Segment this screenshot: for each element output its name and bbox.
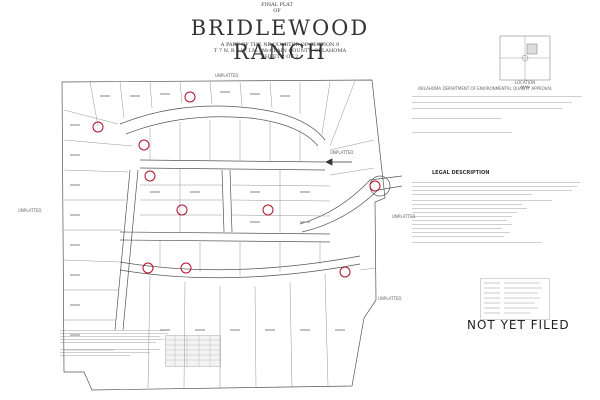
approval-line-5 [412,132,512,133]
street-middle-2 [229,169,233,233]
approval-line-2 [412,102,572,103]
legal-text-block [412,180,587,270]
street-south-2 [119,263,361,279]
lot-marker [184,91,196,103]
approval-heading: OKLAHOMA DEPARTMENT OF ENVIRONMENTAL QUA… [418,86,553,91]
street-central-mid-2 [119,239,331,243]
lot-labels [70,91,345,336]
lot-marker [144,170,156,182]
lot-marker [138,139,150,151]
east-road [299,175,403,225]
lot-marker [92,121,104,133]
lot-marker [339,266,351,278]
title-of: OF [273,8,281,14]
lot-marker [142,262,154,274]
lot-markers [92,91,381,278]
north-arrow [325,158,352,166]
unplatted-label-north: UNPLATTED [215,73,239,78]
subdivision-boundary [61,79,386,391]
curve-table [165,335,221,367]
street-north-2 [125,116,319,147]
location-map-site [526,43,538,55]
street-southwest-2 [122,169,139,331]
not-yet-filed-stamp: NOT YET FILED [467,318,570,332]
lot-marker [262,204,274,216]
lot-marker [369,180,381,192]
legend-box [480,278,550,320]
approval-line-3 [412,108,562,109]
approval-line-4 [412,118,502,119]
location-map-label: LOCATION MAP [514,80,536,90]
legal-heading: LEGAL DESCRIPTION [432,170,490,176]
title-line-2: T 7 N, R 4 W, I.M., McCLAIN COUNTY, OKLA… [213,48,347,54]
street-middle [221,169,225,233]
unplatted-label-east-2: UNPLATTED [392,214,416,219]
location-map [499,35,551,81]
title-line-1: A PART OF THE NE QUARTER OF SECTION 9 [220,42,340,48]
title-pre: FINAL PLAT [261,2,293,8]
unplatted-label-west: UNPLATTED [18,208,42,213]
lot-lines [63,80,377,389]
page-title: BRIDLEWOOD RANCH [190,16,370,64]
certificate-text [60,330,170,356]
approval-line-1 [412,96,582,97]
street-south [119,255,361,271]
unplatted-label-east: UNPLATTED [330,150,354,155]
street-central-top-2 [139,167,326,171]
lot-marker [180,262,192,274]
street-central-top [139,159,326,163]
street-southwest [114,169,131,331]
title-line-3: SHEET 2 OF 2 [261,54,299,60]
street-central-mid [119,231,331,235]
unplatted-label-south: UNPLATTED [378,296,402,301]
street-north [119,105,326,141]
lot-marker [176,204,188,216]
